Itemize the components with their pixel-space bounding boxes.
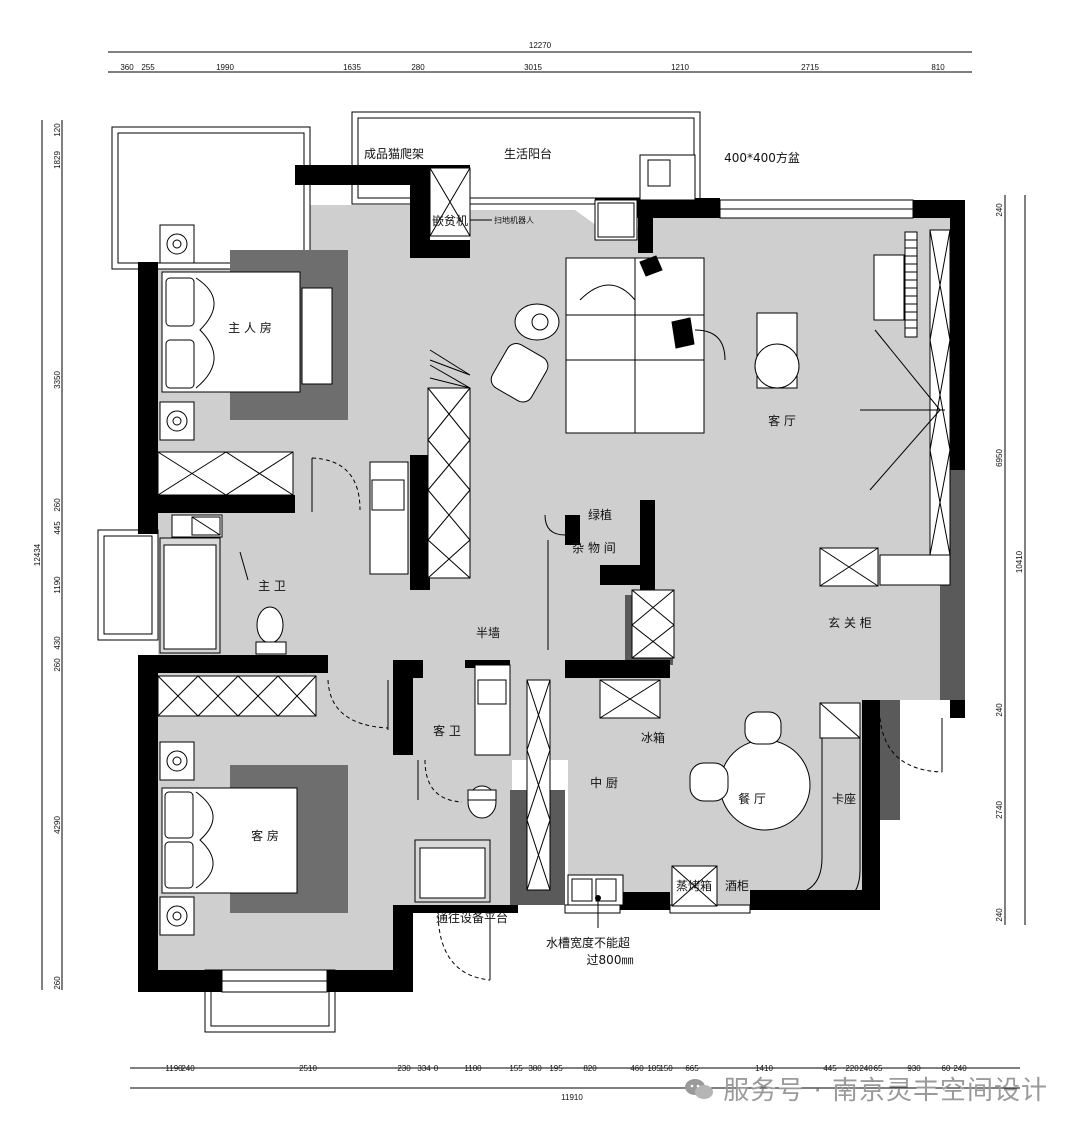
room-labels: 主 人 房 客 厅 主 卫 客 卫 客 房 餐 厅 中 厨 杂 物 间 生活阳台 [228, 146, 796, 843]
nightstands [159, 224, 195, 936]
left-dim: 1829 [53, 151, 62, 169]
label-booth: 卡座 [832, 791, 856, 806]
top-dim: 2715 [801, 63, 819, 72]
bottom-dim: 930 [907, 1064, 921, 1073]
left-dim: 445 [53, 521, 62, 535]
top-dim: 3015 [524, 63, 542, 72]
label-equipment-platform: 通往设备平台 [436, 910, 508, 925]
left-dim: 260 [53, 498, 62, 512]
label-steam-oven: 蒸烤箱 [676, 878, 712, 893]
right-total-dim: 10410 [1015, 550, 1024, 573]
left-dim: 260 [53, 976, 62, 990]
label-embedded: 嵌贫机 [432, 213, 468, 228]
top-dim: 280 [411, 63, 425, 72]
left-dimensions: 12434 120 1829 3350 260 445 1190 430 260… [33, 123, 62, 990]
bottom-dim: 1100 [464, 1064, 482, 1073]
bottom-dim: 1410 [755, 1064, 773, 1073]
bottom-dim: 240 [859, 1064, 873, 1073]
room-label-master-bedroom: 主 人 房 [228, 320, 272, 335]
top-dimensions: 12270 360 255 1990 1635 280 3015 1210 27… [120, 41, 945, 72]
view-lines [860, 329, 945, 491]
dining-furniture [689, 711, 861, 906]
bottom-dim: 0 [434, 1064, 439, 1073]
dimension-lines [41, 51, 1026, 1089]
right-dim: 240 [995, 703, 1004, 717]
left-dim: 1190 [53, 576, 62, 594]
windows [221, 199, 914, 993]
label-sink-note-2: 过800㎜ [587, 953, 634, 967]
right-dim: 240 [995, 908, 1004, 922]
left-dim: 3350 [53, 371, 62, 389]
left-dim: 260 [53, 658, 62, 672]
bottom-dim: 240 [181, 1064, 195, 1073]
bottom-dim: 1190 [165, 1064, 183, 1073]
top-dim: 360 [120, 63, 134, 72]
bottom-dim: 2510 [299, 1064, 317, 1073]
watermark: 服务号 · 南京灵丰空间设计 [684, 1070, 1048, 1107]
watermark-text: 服务号 · 南京灵丰空间设计 [723, 1076, 1048, 1106]
top-dim: 255 [141, 63, 155, 72]
label-robot: 扫地机器人 [494, 215, 534, 225]
bottom-dim: 240 [953, 1064, 967, 1073]
annotation-labels: 成品猫爬架 嵌贫机 扫地机器人 400*400方盆 绿植 半墙 冰箱 玄 关 柜… [364, 147, 872, 967]
wechat-icon [684, 1079, 713, 1099]
bottom-total-dim: 11910 [561, 1093, 583, 1102]
right-dim: 2740 [995, 801, 1004, 819]
room-label-guest-room: 客 房 [251, 828, 279, 843]
room-label-balcony: 生活阳台 [504, 146, 552, 161]
bottom-dim: 150 [659, 1064, 673, 1073]
bottom-dim: 460 [630, 1064, 644, 1073]
top-dim: 1990 [216, 63, 234, 72]
bath-fixtures [159, 154, 696, 906]
cabinets [157, 167, 951, 907]
label-cat-tree: 成品猫爬架 [364, 147, 424, 161]
beds [161, 271, 333, 894]
left-dim: 4290 [53, 816, 62, 834]
bottom-dim: 220 [845, 1064, 859, 1073]
doors [239, 457, 943, 981]
bottom-dim: 60 [942, 1064, 951, 1073]
label-foyer-cabinet: 玄 关 柜 [828, 615, 872, 630]
left-total-dim: 12434 [33, 543, 42, 566]
left-dim: 120 [53, 123, 62, 137]
bottom-dim: 445 [823, 1064, 837, 1073]
bottom-dim: 195 [549, 1064, 563, 1073]
right-dim: 6950 [995, 449, 1004, 467]
room-label-storage: 杂 物 间 [572, 541, 616, 555]
room-label-guest-bath: 客 卫 [433, 723, 461, 738]
top-dim: 1210 [671, 63, 689, 72]
bottom-dim: 334 [417, 1064, 431, 1073]
label-sink-note-1: 水槽宽度不能超 [546, 935, 630, 950]
room-label-master-bath: 主 卫 [258, 579, 286, 593]
bottom-dimensions: 1190 240 2510 230 334 0 1100 155 380 195… [165, 1064, 967, 1102]
top-dim: 1635 [343, 63, 361, 72]
bottom-dim: 820 [583, 1064, 597, 1073]
top-total-dim: 12270 [529, 41, 552, 50]
bottom-dim: 105 [647, 1064, 661, 1073]
bottom-dim: 65 [874, 1064, 883, 1073]
right-dim: 240 [995, 203, 1004, 217]
top-dim: 810 [931, 63, 945, 72]
label-fridge: 冰箱 [641, 730, 665, 745]
right-dimensions: 10410 240 6950 240 2740 240 [995, 203, 1024, 922]
bottom-dim: 665 [685, 1064, 699, 1073]
label-plants: 绿植 [588, 507, 612, 522]
room-label-dining: 餐 厅 [738, 791, 766, 806]
left-dim: 430 [53, 636, 62, 650]
living-furniture [429, 231, 918, 434]
room-label-kitchen: 中 厨 [590, 775, 618, 790]
label-basin: 400*400方盆 [724, 150, 800, 165]
label-half-wall: 半墙 [476, 626, 500, 640]
label-wine-cabinet: 酒柜 [725, 879, 749, 893]
bottom-dim: 380 [528, 1064, 542, 1073]
walls [138, 165, 965, 992]
room-label-living: 客 厅 [768, 413, 796, 428]
bottom-dim: 155 [509, 1064, 523, 1073]
bottom-dim: 230 [397, 1064, 411, 1073]
